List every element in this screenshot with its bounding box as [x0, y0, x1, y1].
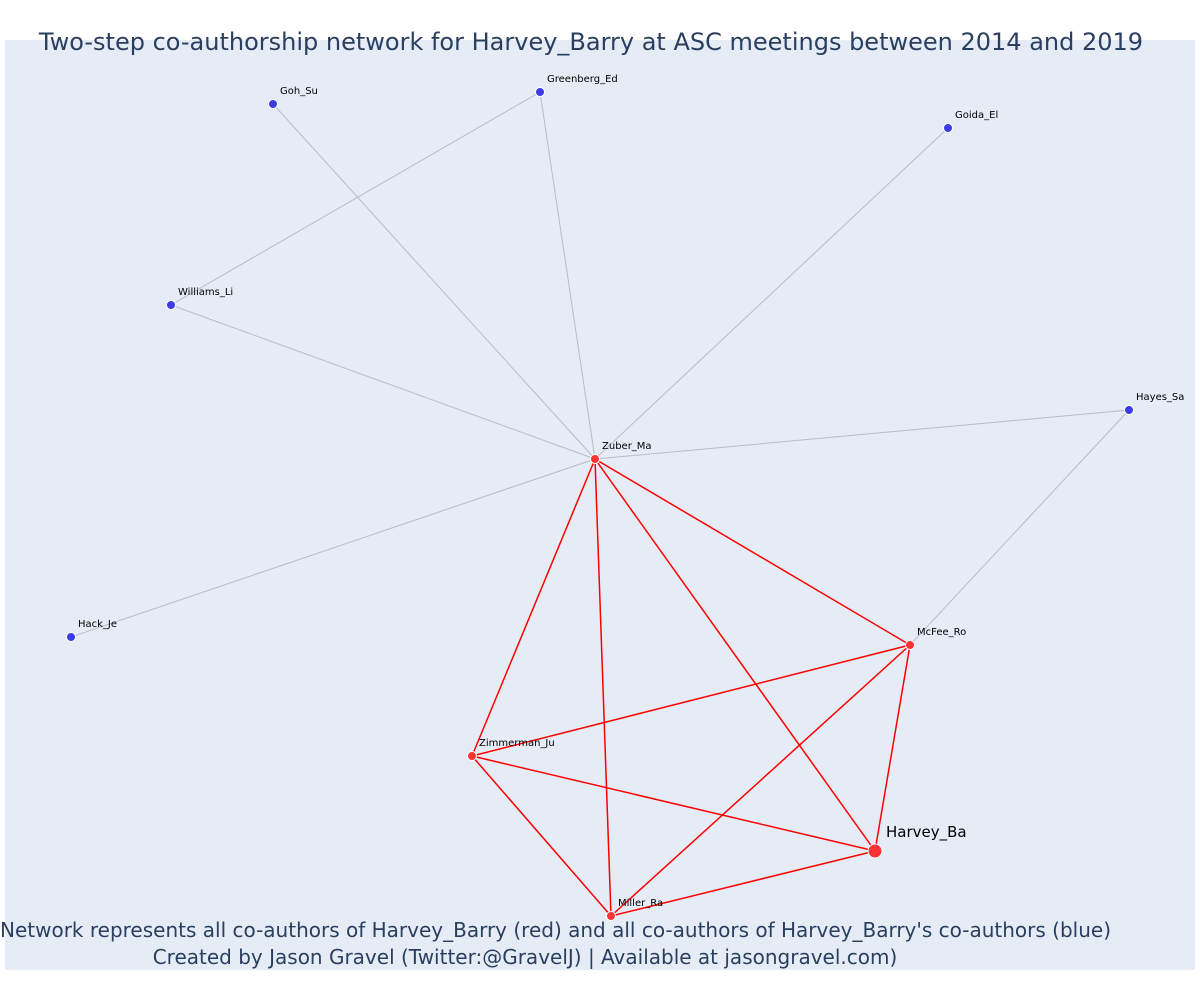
node-label-Zimmerman_Ju: Zimmerman_Ju — [479, 738, 555, 749]
node-McFee_Ro[interactable] — [905, 640, 915, 650]
edge-Zuber_Ma-Miller_Ra — [594, 458, 612, 917]
node-label-Zuber_Ma: Zuber_Ma — [602, 441, 652, 452]
chart-title: Two-step co-authorship network for Harve… — [38, 28, 1144, 56]
edge-Zuber_Ma-Zimmerman_Ju — [471, 458, 596, 757]
edge-Miller_Ra-Harvey_Ba — [610, 850, 876, 917]
plot-area — [5, 40, 1195, 970]
edge-Zuber_Ma-Hayes_Sa — [594, 409, 1130, 460]
node-Williams_Li[interactable] — [166, 300, 176, 310]
edge-Zuber_Ma-Greenberg_Ed — [539, 91, 596, 460]
node-label-Goh_Su: Goh_Su — [280, 86, 318, 97]
edge-Zuber_Ma-Goida_El — [594, 127, 949, 460]
edge-Zimmerman_Ju-Miller_Ra — [471, 755, 612, 917]
node-Zimmerman_Ju[interactable] — [467, 751, 477, 761]
edge-Zuber_Ma-Hack_Je — [70, 458, 596, 638]
edges-layer — [70, 91, 1130, 917]
edge-McFee_Ro-Zimmerman_Ju — [471, 644, 911, 757]
node-label-Hayes_Sa: Hayes_Sa — [1136, 392, 1184, 403]
node-label-Greenberg_Ed: Greenberg_Ed — [547, 74, 618, 85]
edge-Zuber_Ma-McFee_Ro — [594, 458, 911, 646]
node-label-Hack_Je: Hack_Je — [78, 619, 117, 630]
edge-Williams_Li-Greenberg_Ed — [170, 91, 541, 306]
edge-Zimmerman_Ju-Harvey_Ba — [471, 755, 876, 852]
edge-Zuber_Ma-Harvey_Ba — [594, 458, 876, 852]
edge-McFee_Ro-Miller_Ra — [610, 644, 911, 917]
edge-Zuber_Ma-Williams_Li — [170, 304, 596, 460]
node-Miller_Ra[interactable] — [606, 911, 616, 921]
node-Zuber_Ma[interactable] — [590, 454, 600, 464]
edge-Zuber_Ma-Goh_Su — [272, 103, 596, 460]
node-label-McFee_Ro: McFee_Ro — [917, 627, 966, 638]
node-Hack_Je[interactable] — [66, 632, 76, 642]
node-Hayes_Sa[interactable] — [1124, 405, 1134, 415]
node-Goh_Su[interactable] — [268, 99, 278, 109]
node-label-Miller_Ra: Miller_Ra — [618, 898, 663, 909]
footer-credit: Created by Jason Gravel (Twitter:@Gravel… — [152, 945, 898, 969]
edge-McFee_Ro-Hayes_Sa — [909, 409, 1130, 646]
labels-layer: Goh_Su Greenberg_EdGoida_ElWilliams_LiHay… — [78, 74, 1184, 909]
node-label-Goida_El: Goida_El — [955, 110, 998, 121]
node-Goida_El[interactable] — [943, 123, 953, 133]
footer-note: Network represents all co-authors of Har… — [0, 918, 1111, 942]
node-label-Williams_Li: Williams_Li — [178, 287, 233, 298]
node-label-Harvey_Ba: Harvey_Ba — [886, 823, 967, 842]
node-Harvey_Ba[interactable] — [867, 843, 883, 859]
node-Greenberg_Ed[interactable] — [535, 87, 545, 97]
nodes-layer — [66, 87, 1134, 921]
edge-McFee_Ro-Harvey_Ba — [874, 644, 911, 852]
